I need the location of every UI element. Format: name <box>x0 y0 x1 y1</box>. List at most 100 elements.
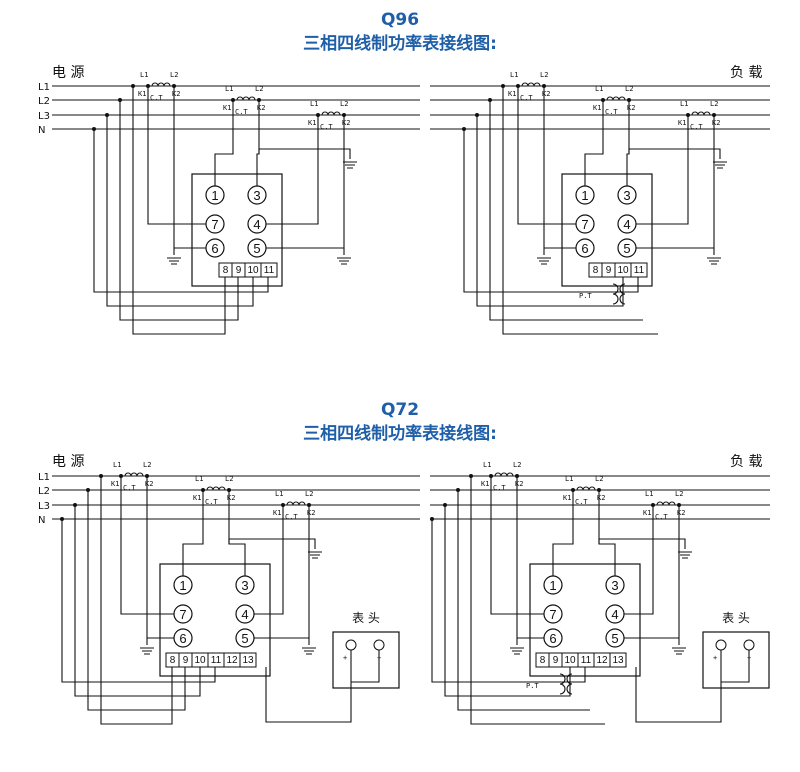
ground-symbol <box>537 257 551 265</box>
strip-label-12: 12 <box>596 655 608 666</box>
terminal-label-4: 4 <box>241 607 248 622</box>
meter-wire-plus <box>265 650 352 723</box>
strip-label-10: 10 <box>247 265 259 276</box>
strip-cell-13 <box>239 652 257 668</box>
ct-secondary-k1: K1 <box>481 480 489 488</box>
strip-label-8: 8 <box>593 265 599 276</box>
ground-symbol <box>707 257 721 265</box>
strip-label-10: 10 <box>617 265 629 276</box>
display-meter <box>702 631 770 689</box>
strip-label-9: 9 <box>183 655 189 666</box>
strip-label-9: 9 <box>553 655 559 666</box>
ct-label: C.T <box>123 484 136 492</box>
ct-primary-l2: L2 <box>340 100 348 108</box>
ct-label: C.T <box>605 108 618 116</box>
q72-title: Q72 <box>381 400 419 420</box>
terminal-label-7: 7 <box>549 607 556 622</box>
ground-symbol <box>672 647 686 655</box>
voltage-wire-1 <box>476 115 624 307</box>
voltage-wire-1 <box>106 115 254 307</box>
ct-primary-l1: L1 <box>225 85 233 93</box>
ct-coil <box>236 96 256 101</box>
ct-coil <box>321 111 341 116</box>
voltage-wire-0 <box>463 129 639 293</box>
terminal-label-1: 1 <box>179 578 186 593</box>
pt-coil-a <box>559 673 566 695</box>
strip-label-8: 8 <box>223 265 229 276</box>
terminal-label-5: 5 <box>253 241 260 256</box>
ct-coil <box>691 111 711 116</box>
ct-secondary-k1: K1 <box>563 494 571 502</box>
meter-plus-label: + <box>713 654 717 662</box>
strip-label-8: 8 <box>170 655 176 666</box>
terminal-label-3: 3 <box>611 578 618 593</box>
ct-secondary-k2: K2 <box>515 480 523 488</box>
ct3-wire-k1 <box>266 115 319 225</box>
terminal-label-1: 1 <box>581 188 588 203</box>
bus-label-n: N <box>38 125 45 136</box>
terminal-label-6: 6 <box>211 241 218 256</box>
terminal-label-6: 6 <box>581 241 588 256</box>
pt-label: P.T <box>526 682 539 690</box>
ground-symbol <box>140 647 154 655</box>
terminal-label-7: 7 <box>211 217 218 232</box>
q72-subtitle: 三相四线制功率表接线图: <box>303 423 497 444</box>
meter-wire-minus <box>721 650 750 683</box>
terminal-label-5: 5 <box>611 631 618 646</box>
ct-label: C.T <box>205 498 218 506</box>
ct2-wire-k1 <box>182 490 204 576</box>
ground-symbol <box>337 257 351 265</box>
bus-label-l3: L3 <box>38 501 50 512</box>
ct-label: C.T <box>493 484 506 492</box>
ct-primary-l2: L2 <box>170 71 178 79</box>
ct-primary-l1: L1 <box>680 100 688 108</box>
strip-label-9: 9 <box>606 265 612 276</box>
ct2-wire-k1 <box>214 100 234 186</box>
strip-label-13: 13 <box>242 655 254 666</box>
ground-symbol <box>678 551 692 559</box>
ct-primary-l1: L1 <box>565 475 573 483</box>
ct-label: C.T <box>235 108 248 116</box>
voltage-wire-0 <box>93 129 269 293</box>
pt-coil-a <box>612 283 619 305</box>
ct3-wire-k1 <box>624 505 654 615</box>
meter-terminal-plus <box>345 639 357 651</box>
q72-source-label: 电 源 <box>52 454 84 470</box>
ct-secondary-k1: K1 <box>138 90 146 98</box>
terminal-label-6: 6 <box>179 631 186 646</box>
ct1-wire-k1 <box>120 476 174 615</box>
ct2-wire-k2 <box>256 100 260 186</box>
ct-primary-l1: L1 <box>275 490 283 498</box>
ct-primary-l2: L2 <box>255 85 263 93</box>
ct-primary-l2: L2 <box>305 490 313 498</box>
ct3-wire-k1 <box>636 115 689 225</box>
ct1-wire-k1 <box>490 476 544 615</box>
ct-label: C.T <box>690 123 703 131</box>
q96-load-label: 负 载 <box>730 65 762 81</box>
ct-primary-l1: L1 <box>595 85 603 93</box>
ct-primary-l2: L2 <box>675 490 683 498</box>
meter-plus-label: + <box>343 654 347 662</box>
ct-label: C.T <box>285 513 298 521</box>
ct-primary-l2: L2 <box>595 475 603 483</box>
terminal-label-5: 5 <box>623 241 630 256</box>
terminal-label-3: 3 <box>253 188 260 203</box>
ground-symbol <box>308 551 322 559</box>
voltage-wire-2 <box>489 100 643 321</box>
voltage-wire-0 <box>61 519 216 683</box>
ct3-wire-k1 <box>254 505 284 615</box>
strip-label-8: 8 <box>540 655 546 666</box>
ct-primary-l2: L2 <box>513 461 521 469</box>
ct-secondary-k1: K1 <box>508 90 516 98</box>
ct-secondary-k2: K2 <box>257 104 265 112</box>
strip-cell-11 <box>630 262 648 278</box>
ct-primary-l1: L1 <box>645 490 653 498</box>
ground-wire-top <box>628 148 721 159</box>
ct-label: C.T <box>575 498 588 506</box>
ct-coil <box>521 82 541 87</box>
ct-label: C.T <box>150 94 163 102</box>
strip-label-11: 11 <box>264 265 275 276</box>
bus-label-l2: L2 <box>38 486 50 497</box>
pt-coil-b <box>619 283 626 305</box>
ct-secondary-k2: K2 <box>342 119 350 127</box>
